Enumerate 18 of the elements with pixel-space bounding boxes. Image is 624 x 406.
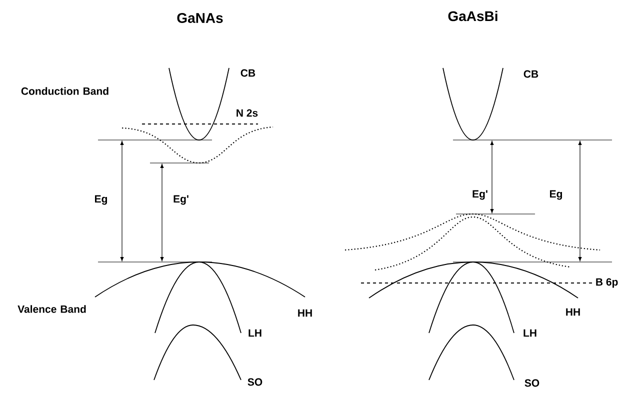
band-label: HH: [298, 309, 312, 317]
level-label: B 6p: [596, 278, 618, 288]
band-label: CB: [240, 69, 256, 77]
band-label: LH: [524, 329, 536, 337]
region-label: Conduction Band: [21, 87, 108, 95]
band-label: SO: [248, 378, 262, 386]
gap-label: Eg': [174, 195, 188, 205]
region-label: Valence Band: [18, 305, 86, 313]
band-label: LH: [248, 329, 262, 337]
level-label: N 2s: [236, 109, 258, 117]
gap-label: Eg: [550, 190, 562, 200]
gap-label: Eg': [472, 190, 488, 200]
band-label: HH: [566, 308, 580, 316]
panel-title: GaNAs: [177, 13, 223, 23]
gap-label: Eg: [95, 195, 107, 205]
band-label: SO: [524, 379, 540, 387]
band-label: CB: [524, 70, 538, 78]
panel-title: GaAsBi: [448, 10, 498, 22]
